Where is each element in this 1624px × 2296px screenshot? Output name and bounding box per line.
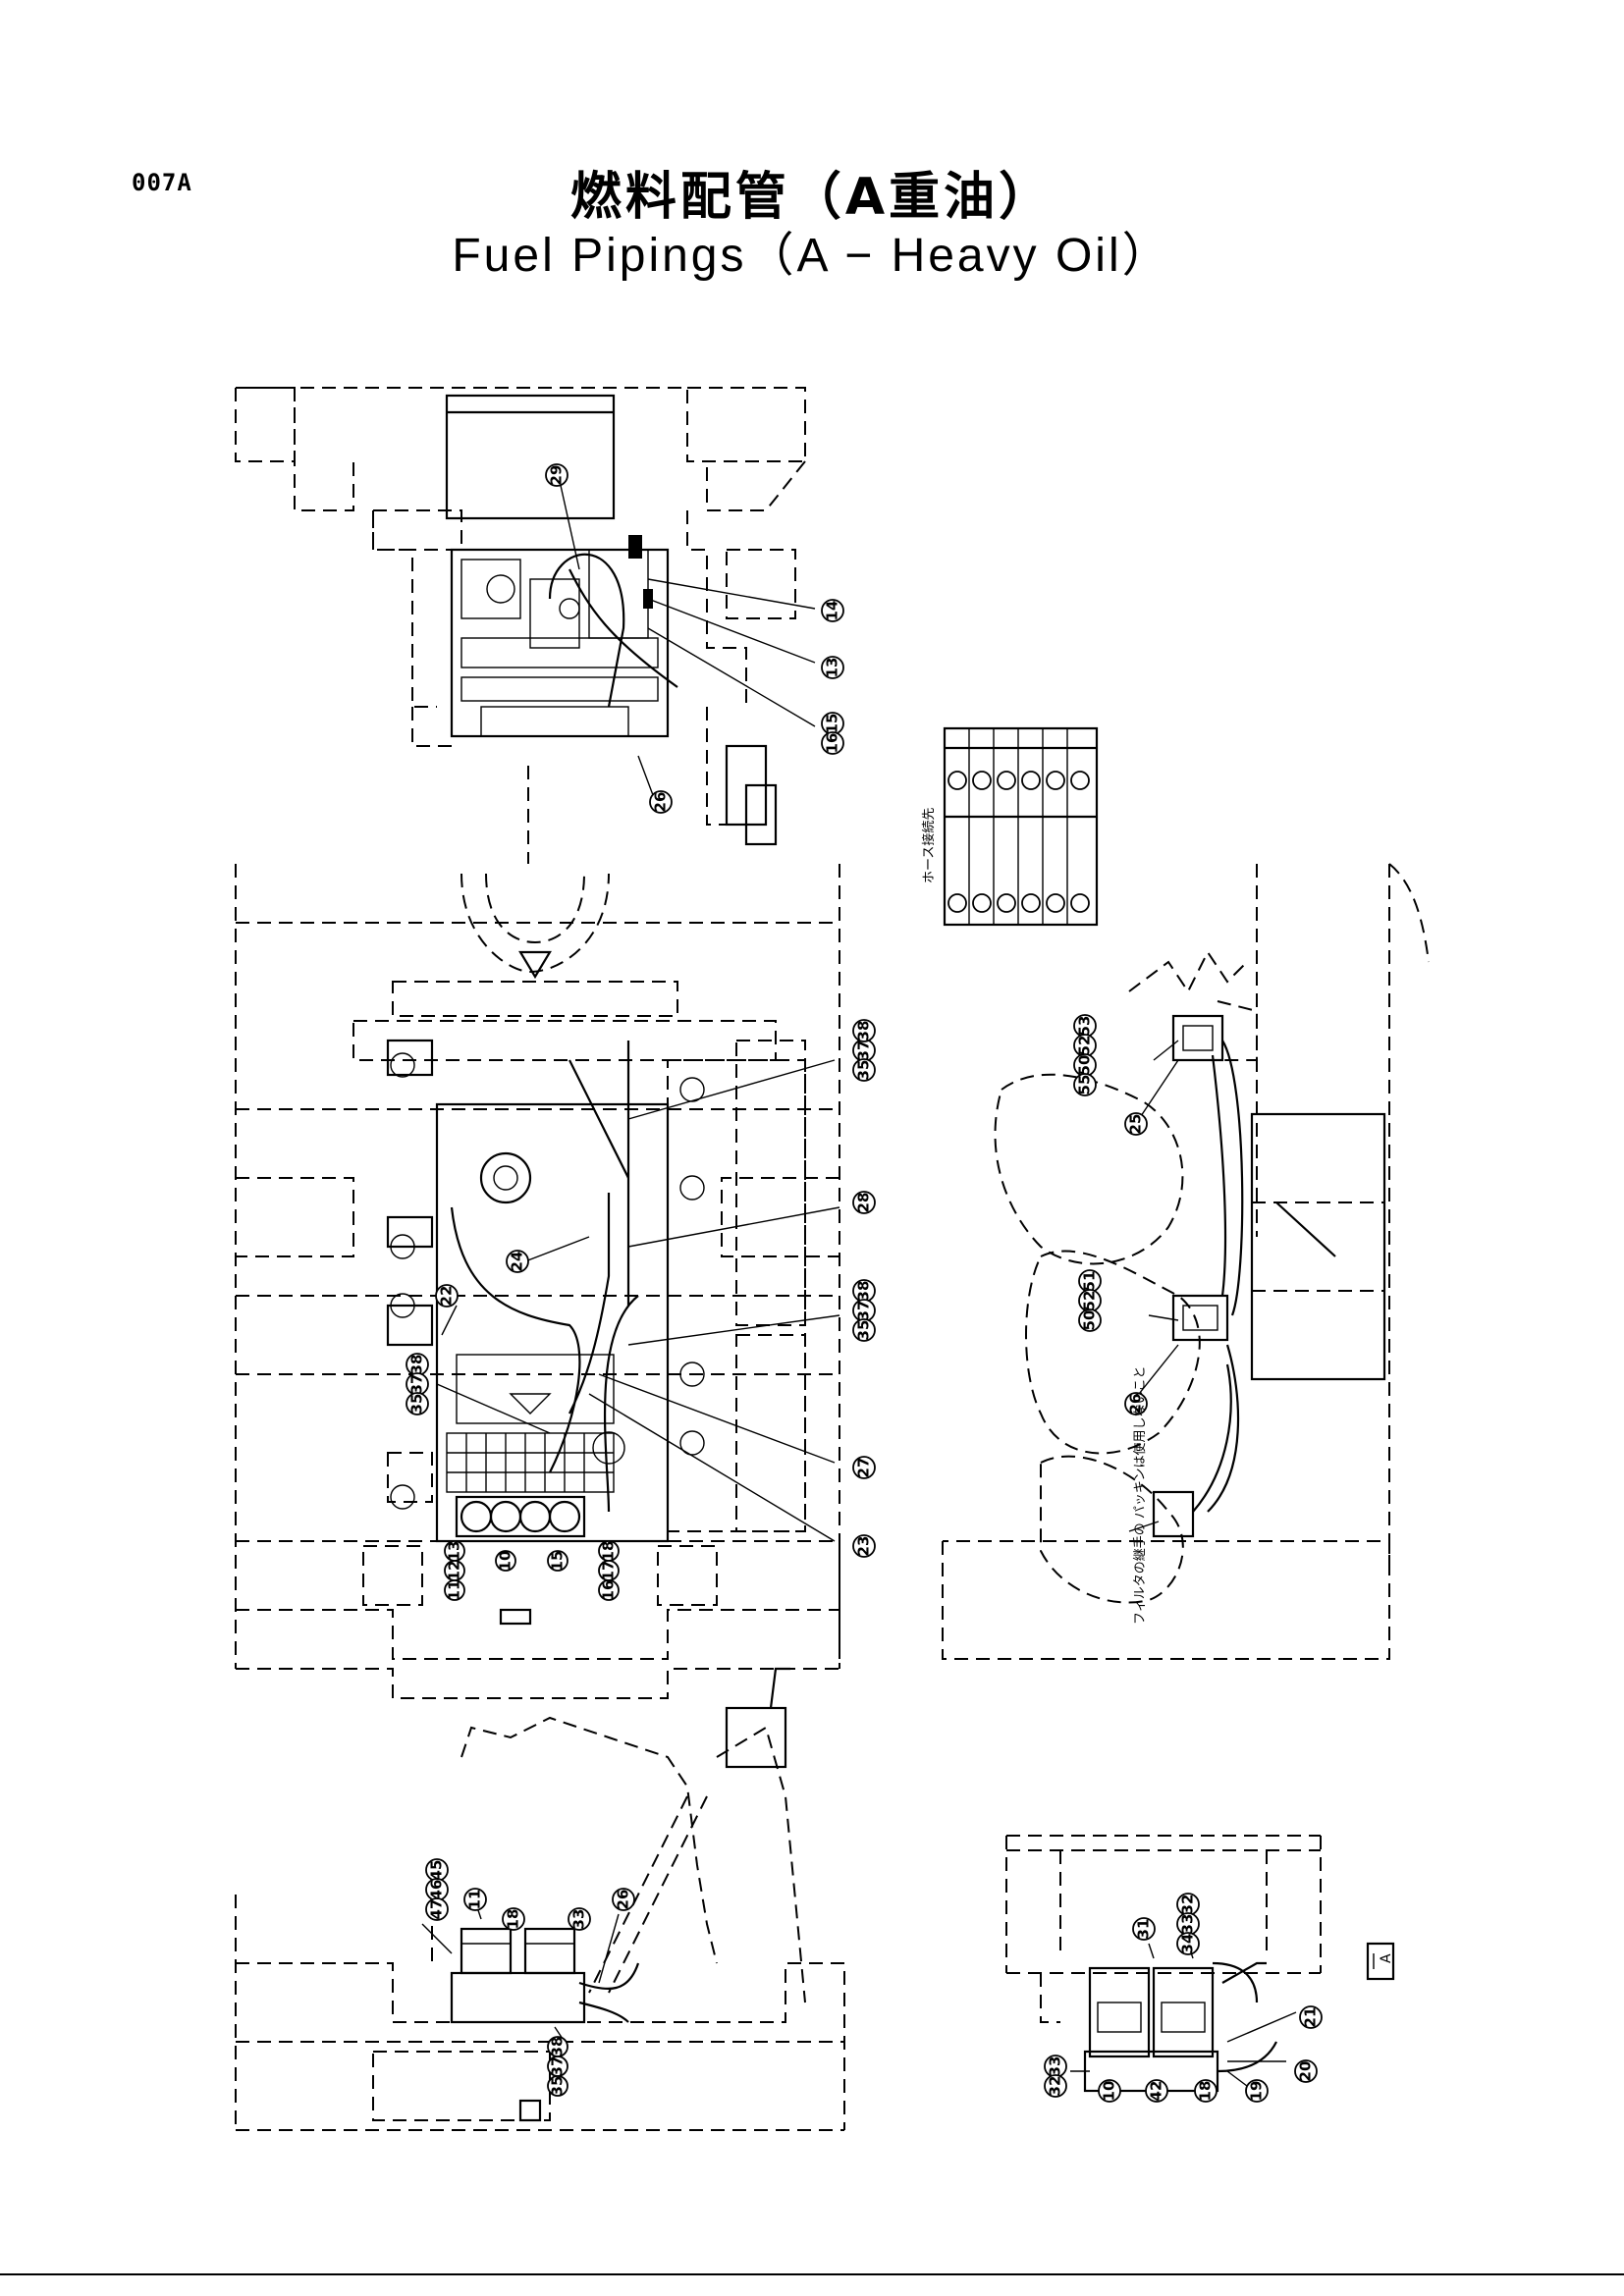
- svg-text:16: 16: [600, 1580, 618, 1601]
- svg-text:13: 13: [824, 658, 841, 678]
- svg-text:51: 51: [1081, 1271, 1099, 1292]
- svg-text:12: 12: [446, 1561, 463, 1581]
- svg-text:18: 18: [505, 1909, 522, 1930]
- svg-text:50: 50: [1076, 1055, 1094, 1076]
- filter-note-text: フィルタの継手の パッキンは使用しないこと: [1132, 1366, 1148, 1625]
- svg-text:37: 37: [408, 1374, 426, 1395]
- middle-plan-view: 38 37 35 28 38 37 35 27 23 24 22 38 37 3…: [235, 864, 876, 1699]
- svg-text:35: 35: [549, 2076, 567, 2097]
- svg-text:33: 33: [1179, 1914, 1197, 1935]
- svg-text:18: 18: [600, 1541, 618, 1562]
- svg-text:37: 37: [549, 2056, 567, 2077]
- svg-text:23: 23: [855, 1536, 873, 1557]
- right-side-view: 53 52 50 55 25 51 52 50 26: [942, 863, 1430, 1660]
- filter-note: フィルタの継手の パッキンは使用しないこと: [1132, 1366, 1148, 1625]
- svg-text:35: 35: [855, 1060, 873, 1081]
- bottom-left-view: 45 46 47 11 18 33 26 38 37 35: [235, 1667, 845, 2131]
- svg-text:15: 15: [824, 714, 841, 734]
- bottom-right-view: 31 32 33 34 33 32 10 42 18 19 20 21: [1005, 1835, 1395, 2103]
- svg-text:38: 38: [408, 1355, 426, 1375]
- svg-text:34: 34: [1179, 1934, 1197, 1954]
- svg-text:15: 15: [549, 1551, 567, 1572]
- svg-text:37: 37: [855, 1301, 873, 1321]
- svg-text:38: 38: [855, 1021, 873, 1041]
- top-engine-view: 29 14 13 15 16 26: [235, 387, 844, 864]
- svg-text:26: 26: [615, 1890, 632, 1910]
- svg-text:10: 10: [1101, 2081, 1118, 2102]
- bottom-rule: [0, 2273, 1624, 2275]
- svg-text:11: 11: [446, 1580, 463, 1601]
- svg-text:53: 53: [1076, 1016, 1094, 1037]
- svg-text:25: 25: [1127, 1114, 1145, 1135]
- svg-text:11: 11: [466, 1890, 484, 1910]
- svg-text:52: 52: [1076, 1036, 1094, 1056]
- hose-table-title: ホース接続先: [921, 808, 937, 883]
- svg-text:35: 35: [408, 1394, 426, 1415]
- svg-text:26: 26: [1127, 1394, 1145, 1415]
- svg-text:21: 21: [1302, 2007, 1320, 2028]
- svg-text:26: 26: [652, 792, 670, 813]
- svg-text:52: 52: [1081, 1291, 1099, 1311]
- svg-text:55: 55: [1076, 1075, 1094, 1095]
- svg-text:32: 32: [1047, 2076, 1064, 2097]
- svg-text:17: 17: [600, 1561, 618, 1581]
- svg-text:37: 37: [855, 1041, 873, 1061]
- svg-text:35: 35: [855, 1320, 873, 1341]
- svg-text:38: 38: [855, 1281, 873, 1302]
- svg-text:20: 20: [1297, 2061, 1315, 2082]
- svg-text:50: 50: [1081, 1310, 1099, 1331]
- page-id: 007A: [132, 169, 192, 196]
- svg-text:45: 45: [428, 1860, 446, 1881]
- svg-text:28: 28: [855, 1193, 873, 1213]
- svg-text:18: 18: [1197, 2081, 1215, 2102]
- svg-text:33: 33: [570, 1909, 588, 1930]
- page-title-japanese: 燃料配管（A重油）: [569, 168, 1055, 227]
- view-mark-a: A: [1379, 1953, 1394, 1963]
- svg-text:47: 47: [428, 1899, 446, 1920]
- page-title-english: Fuel Pipings（A − Heavy Oil）: [452, 230, 1172, 282]
- svg-text:22: 22: [438, 1286, 456, 1307]
- svg-text:19: 19: [1248, 2081, 1266, 2102]
- svg-text:10: 10: [497, 1551, 514, 1572]
- view-mark-box: [1366, 1942, 1395, 1981]
- svg-text:13: 13: [446, 1541, 463, 1562]
- svg-text:16: 16: [824, 733, 841, 754]
- svg-text:29: 29: [548, 465, 566, 486]
- hose-table-text: ホース接続先: [921, 808, 937, 883]
- svg-text:24: 24: [509, 1252, 526, 1272]
- svg-text:46: 46: [428, 1880, 446, 1900]
- svg-text:31: 31: [1135, 1919, 1153, 1940]
- svg-text:33: 33: [1047, 2056, 1064, 2077]
- svg-text:42: 42: [1148, 2081, 1165, 2102]
- svg-text:38: 38: [549, 2037, 567, 2057]
- svg-text:27: 27: [855, 1458, 873, 1478]
- svg-text:32: 32: [1179, 1895, 1197, 1915]
- svg-text:14: 14: [824, 601, 841, 621]
- hose-connection-table: [943, 726, 1099, 927]
